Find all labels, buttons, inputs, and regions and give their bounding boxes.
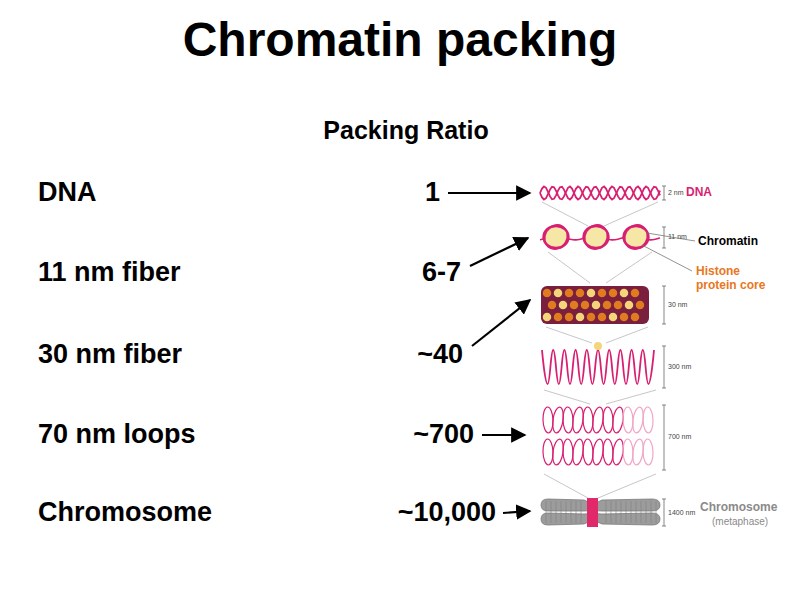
nucleosome	[613, 300, 623, 310]
scale-label: 2 nm	[668, 189, 684, 197]
level-name: 30 nm fiber	[38, 339, 182, 370]
condensed-loop	[603, 407, 614, 433]
scale-label: 700 nm	[668, 433, 691, 441]
structure-label: Chromatin	[698, 235, 758, 249]
nucleosome-fiber	[540, 221, 660, 254]
highlighted-band	[587, 498, 598, 527]
arrow	[470, 238, 528, 266]
nucleosome	[608, 288, 618, 298]
condensed-loop	[543, 407, 554, 433]
structure-label: Chromosome	[700, 501, 777, 515]
packing-ratio: ~40	[417, 339, 463, 370]
dna-wrap	[620, 221, 652, 254]
level-name: 70 nm loops	[38, 419, 196, 450]
level-name: Chromosome	[38, 497, 212, 528]
arrow	[472, 300, 530, 346]
scaffold-point	[594, 342, 602, 350]
arrow	[482, 434, 525, 436]
nucleosome	[630, 312, 640, 322]
arrow	[503, 511, 530, 513]
dna-helix	[540, 187, 660, 200]
scale-bars	[662, 186, 666, 526]
nucleosome	[586, 288, 596, 298]
dna-wrap	[540, 221, 572, 254]
packing-ratio: 6-7	[422, 257, 461, 288]
scale-bar	[662, 499, 666, 526]
dna-wrap	[580, 221, 612, 254]
nucleosome	[564, 312, 574, 322]
condensed-loop	[563, 407, 574, 433]
nucleosome	[575, 312, 585, 322]
condensed-loop	[603, 439, 614, 465]
nucleosome	[591, 300, 601, 310]
packing-ratio: ~10,000	[398, 497, 496, 528]
packing-ratio: 1	[425, 177, 440, 208]
scale-bar	[662, 346, 666, 388]
nucleosome	[630, 288, 640, 298]
condensed-loop	[643, 407, 654, 433]
zoom-lines	[542, 202, 658, 498]
nucleosome	[575, 288, 585, 298]
scale-bar	[662, 405, 666, 470]
column-header: Packing Ratio	[323, 116, 488, 145]
level-name: DNA	[38, 177, 97, 208]
solenoid-fiber	[541, 286, 649, 324]
nucleosome	[608, 312, 618, 322]
arrow	[448, 192, 530, 194]
fiber-body	[541, 286, 649, 324]
nucleosome	[564, 288, 574, 298]
nucleosome	[635, 300, 645, 310]
condensed-loop	[563, 439, 574, 465]
scale-label: 30 nm	[668, 301, 687, 309]
level-name: 11 nm fiber	[38, 257, 181, 288]
dna-strand	[540, 187, 660, 200]
title: Chromatin packing	[183, 12, 618, 67]
nucleosome	[558, 300, 568, 310]
nucleosome	[580, 300, 590, 310]
nucleosome	[597, 312, 607, 322]
nucleosome	[542, 312, 552, 322]
nucleosome	[547, 300, 557, 310]
nucleosome	[542, 288, 552, 298]
looped-domains	[542, 342, 654, 384]
condensed-loop	[623, 407, 634, 433]
nucleosome	[597, 288, 607, 298]
dna-strand	[540, 187, 660, 200]
nucleosome	[553, 312, 563, 322]
nucleosome	[602, 300, 612, 310]
condensed-loop	[583, 439, 594, 465]
packing-ratio: ~700	[413, 419, 474, 450]
callout-lines	[642, 233, 695, 271]
condensed-loops	[543, 406, 654, 465]
scale-label: 300 nm	[668, 363, 691, 371]
nucleosome	[619, 288, 629, 298]
structure-label: DNA	[686, 186, 712, 200]
nucleosome	[619, 312, 629, 322]
scale-bar	[662, 286, 666, 324]
scale-bar	[662, 227, 666, 248]
scale-bar	[662, 186, 666, 200]
condensed-loop	[583, 407, 594, 433]
nucleosome	[553, 288, 563, 298]
nucleosome	[586, 312, 596, 322]
metaphase-chromosome	[541, 498, 660, 527]
scale-label: 11 nm	[668, 233, 687, 241]
condensed-loop	[543, 439, 554, 465]
loop-fiber	[542, 350, 654, 384]
structure-label: Histone protein core	[696, 265, 778, 293]
nucleosome	[569, 300, 579, 310]
nucleosome	[624, 300, 634, 310]
condensed-loop	[643, 439, 654, 465]
condensed-loop	[623, 439, 634, 465]
scale-label: 1400 nm	[668, 509, 695, 517]
structure-label: (metaphase)	[712, 516, 768, 528]
